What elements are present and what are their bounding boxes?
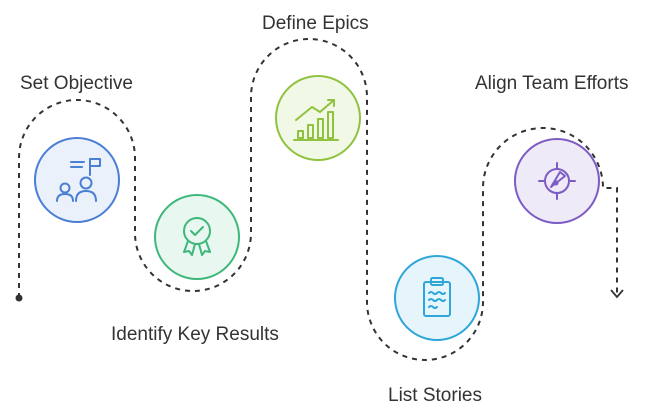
label-align-team-efforts: Align Team Efforts	[475, 73, 629, 94]
label-list-stories: List Stories	[388, 385, 482, 406]
label-set-objective: Set Objective	[20, 73, 133, 94]
step-align-team-efforts	[514, 138, 600, 224]
target-compass-icon	[538, 162, 576, 200]
path-start-dot	[15, 294, 23, 302]
award-badge-check-icon	[183, 217, 211, 256]
step-identify-key-results	[154, 194, 240, 280]
label-define-epics: Define Epics	[262, 13, 369, 34]
step-define-epics	[275, 75, 361, 161]
growth-bar-chart-icon	[293, 99, 339, 141]
step-list-stories	[394, 255, 480, 341]
path-end-arrow-icon	[610, 289, 624, 299]
clipboard-list-icon	[423, 277, 451, 317]
team-target-flag-icon	[56, 158, 101, 202]
step-set-objective	[34, 137, 120, 223]
roadmap-path	[18, 38, 618, 361]
label-identify-key-results: Identify Key Results	[111, 324, 279, 345]
